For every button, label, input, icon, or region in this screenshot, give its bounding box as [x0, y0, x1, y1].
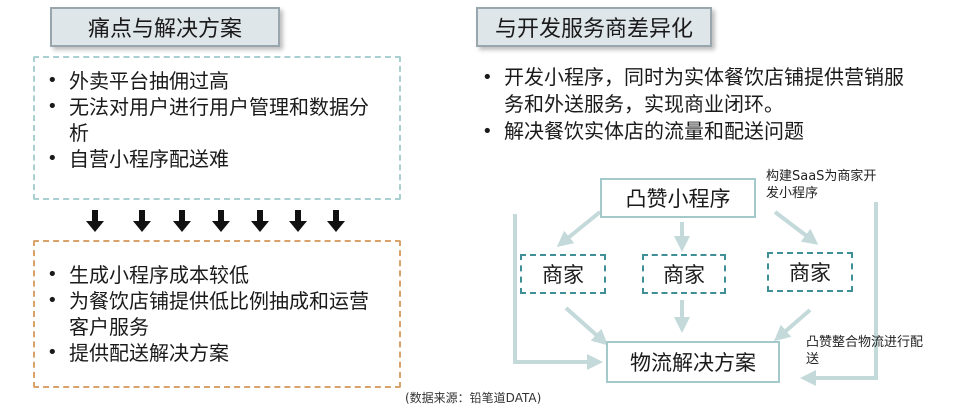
data-source: (数据来源：铅笔道DATA)	[405, 389, 541, 406]
pain-solution-title-text: 痛点与解决方案	[87, 17, 242, 42]
note-logistics-text: 凸赞整合物流进行配送	[806, 335, 924, 367]
solution-item: • 生成小程序成本较低	[35, 262, 399, 288]
differentiation-item: • 开发小程序，同时为实体餐饮店铺提供营销服务和外送服务，实现商业闭环。	[472, 64, 942, 118]
data-source-text: (数据来源：铅笔道DATA)	[405, 391, 542, 405]
merchant-label: 商家	[663, 263, 705, 287]
down-arrow-icon	[173, 210, 191, 232]
merchant-node-left: 商家	[520, 254, 606, 294]
pain-point-item: • 外卖平台抽佣过高	[35, 68, 399, 94]
bullet: •	[47, 290, 58, 311]
merchant-label: 商家	[542, 263, 584, 287]
solutions-panel: • 生成小程序成本较低 • 为餐饮店铺提供低比例抽成和运营客户服务 • 提供配送解决方…	[33, 240, 401, 388]
merchant-node-center: 商家	[642, 254, 726, 294]
bullet: •	[482, 67, 493, 88]
down-arrow-icon	[86, 210, 104, 232]
solution-item: • 提供配送解决方案	[35, 340, 399, 366]
bullet: •	[47, 342, 58, 363]
note-saas-text: 构建SaaS为商家开发小程序	[766, 169, 877, 201]
pain-solution-title: 痛点与解决方案	[50, 7, 280, 47]
arrow-top-to-left-merchant	[556, 210, 602, 248]
solution-text: 提供配送解决方案	[69, 341, 229, 365]
logistics-solution-label: 物流解决方案	[630, 351, 756, 375]
differentiation-list: • 开发小程序，同时为实体餐饮店铺提供营销服务和外送服务，实现商业闭环。 • 解决餐…	[472, 64, 942, 145]
pain-points-panel: • 外卖平台抽佣过高 • 无法对用户进行用户管理和数据分析 • 自营小程序配送难	[33, 56, 401, 200]
tuzan-mini-program-label: 凸赞小程序	[625, 187, 731, 211]
down-arrow-icon	[251, 210, 269, 232]
differentiation-text: 解决餐饮实体店的流量和配送问题	[504, 119, 804, 143]
pain-point-text: 自营小程序配送难	[69, 147, 229, 171]
bullet: •	[482, 121, 493, 142]
differentiation-item: • 解决餐饮实体店的流量和配送问题	[472, 118, 942, 145]
differentiation-title-text: 与开发服务商差异化	[494, 17, 693, 42]
down-arrow-icon	[327, 210, 345, 232]
bullet: •	[47, 96, 58, 117]
arrow-left-merchant-to-logistics	[564, 306, 608, 346]
solution-text: 生成小程序成本较低	[69, 263, 249, 287]
down-arrow-icon	[289, 210, 307, 232]
merchant-node-right: 商家	[767, 252, 853, 292]
down-arrow-icon	[212, 210, 230, 232]
solution-item: • 为餐饮店铺提供低比例抽成和运营客户服务	[35, 288, 399, 340]
merchant-label: 商家	[789, 261, 831, 285]
differentiation-text: 开发小程序，同时为实体餐饮店铺提供营销服务和外送服务，实现商业闭环。	[504, 65, 904, 116]
logistics-solution-node: 物流解决方案	[606, 341, 780, 383]
arrow-right-loop	[800, 202, 878, 386]
bullet: •	[47, 148, 58, 169]
down-arrow-icon	[133, 210, 151, 232]
pain-point-text: 无法对用户进行用户管理和数据分析	[69, 95, 369, 145]
arrow-top-to-right-merchant	[773, 210, 819, 245]
pain-point-item: • 自营小程序配送难	[35, 146, 399, 172]
arrow-right-merchant-to-logistics	[773, 308, 812, 342]
bullet: •	[47, 264, 58, 285]
tuzan-mini-program-node: 凸赞小程序	[600, 178, 756, 218]
differentiation-title: 与开发服务商差异化	[476, 7, 712, 47]
solution-text: 为餐饮店铺提供低比例抽成和运营客户服务	[69, 289, 369, 339]
bullet: •	[47, 70, 58, 91]
pain-point-item: • 无法对用户进行用户管理和数据分析	[35, 94, 399, 146]
arrow-left-loop	[513, 214, 603, 370]
note-saas: 构建SaaS为商家开发小程序	[766, 168, 884, 202]
pain-point-text: 外卖平台抽佣过高	[69, 69, 229, 93]
note-logistics: 凸赞整合物流进行配送	[806, 334, 932, 368]
